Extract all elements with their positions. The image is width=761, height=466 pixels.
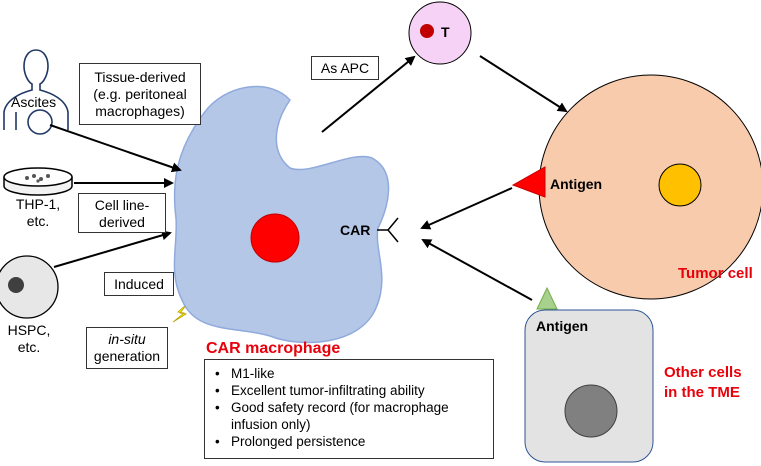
thp1-line-2: etc. <box>26 213 50 229</box>
tissue-derived-line-3: macrophages) <box>95 103 185 119</box>
hspc-line-2: etc. <box>17 339 41 355</box>
hspc-cell <box>0 255 59 319</box>
in-situ-box: in-situ generation <box>86 327 168 369</box>
thp1-line-1: THP-1, <box>15 196 61 212</box>
tissue-derived-line-1: Tissue-derived <box>94 69 186 85</box>
arrow-tcell-to-tumor <box>479 55 568 113</box>
arrow-ascites-to-macrophage <box>49 124 182 173</box>
car-label: CAR <box>340 222 371 238</box>
cell-line-derived-line-1: Cell line- <box>94 197 150 213</box>
t-cell <box>408 1 472 65</box>
t-cell-nucleus <box>420 24 434 38</box>
property-item: M1-like <box>215 365 487 382</box>
property-item: Good safety record (for macrophage infus… <box>215 399 487 433</box>
induced-label: Induced <box>114 276 164 292</box>
car-macrophage-title: CAR macrophage <box>206 340 341 357</box>
arrow-other-cell-to-car <box>421 239 533 301</box>
tumor-antigen <box>511 166 546 198</box>
as-apc-label: As APC <box>320 60 370 76</box>
lightning-icon <box>172 302 189 323</box>
property-item: Prolonged persistence <box>215 433 487 450</box>
generation-label: generation <box>93 348 161 364</box>
other-cells-title-line-1: Other cells <box>664 364 742 381</box>
ascites-circle <box>27 109 53 135</box>
tumor-antigen-label: Antigen <box>550 176 603 192</box>
t-cell-label: T <box>441 24 450 40</box>
property-item: Excellent tumor-infiltrating ability <box>215 382 487 399</box>
other-cells-title: Other cells in the TME <box>664 363 742 403</box>
properties-box: M1-like Excellent tumor-infiltrating abi… <box>204 359 494 459</box>
macrophage-nucleus <box>250 213 300 263</box>
hspc-label: HSPC, etc. <box>4 322 54 356</box>
arrow-tumor-antigen-to-car <box>420 187 513 230</box>
induced-box: Induced <box>104 272 174 296</box>
in-situ-label: in-situ <box>108 331 146 347</box>
human-silhouette-icon <box>3 49 69 130</box>
tumor-nucleus <box>658 163 702 207</box>
arrow-macrophage-to-tcell <box>321 55 416 133</box>
properties-list: M1-like Excellent tumor-infiltrating abi… <box>215 365 487 450</box>
tumor-cell-title: Tumor cell <box>678 265 753 282</box>
thp1-label: THP-1, etc. <box>10 196 66 230</box>
ascites-label: Ascites <box>11 94 57 110</box>
other-cell-antigen-label: Antigen <box>536 318 589 334</box>
car-receptor-icon <box>387 217 399 243</box>
hspc-nucleus <box>8 277 24 293</box>
tissue-derived-line-2: (e.g. peritoneal <box>93 86 187 102</box>
cell-line-derived-box: Cell line- derived <box>78 193 166 233</box>
petri-dish-icon <box>3 167 73 196</box>
other-cell-antigen <box>536 286 558 310</box>
other-cells-title-line-2: in the TME <box>664 384 740 401</box>
hspc-line-1: HSPC, <box>7 322 51 338</box>
as-apc-box: As APC <box>311 56 379 80</box>
tissue-derived-box: Tissue-derived (e.g. peritoneal macropha… <box>79 63 201 125</box>
other-cell-nucleus <box>564 384 618 438</box>
cell-line-derived-line-2: derived <box>99 214 145 230</box>
arrow-hspc-to-macrophage <box>53 230 172 268</box>
